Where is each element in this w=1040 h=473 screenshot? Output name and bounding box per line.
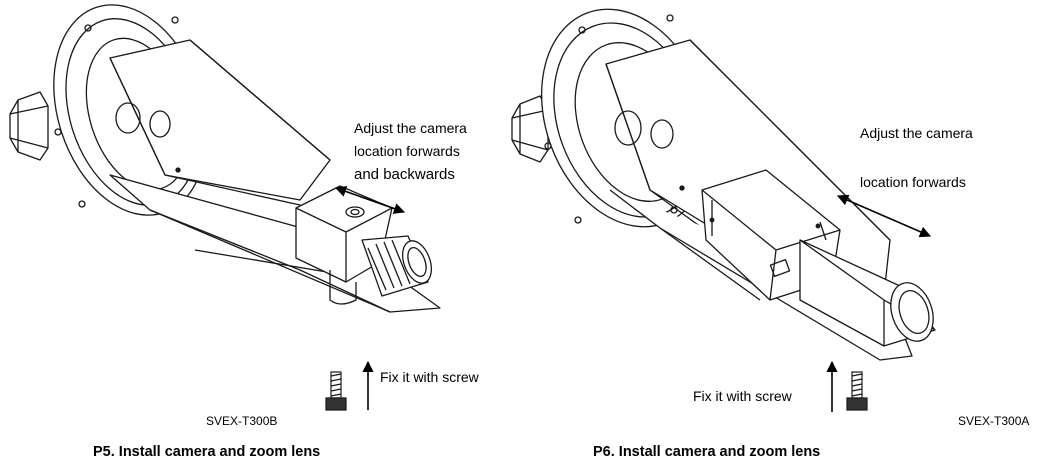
- screw-label-left: Fix it with screw: [380, 369, 479, 385]
- screw-right-icon: [846, 371, 868, 411]
- caption-left: P5. Install camera and zoom lens: [93, 444, 321, 460]
- housing-right-drawing: [511, 8, 936, 361]
- adjust-label-right-line2: location forwards: [860, 174, 966, 190]
- model-label-left: SVEX-T300B: [206, 414, 278, 428]
- adjust-label-left-line2: location forwards: [354, 143, 460, 159]
- adjust-arrow-right: [836, 194, 932, 238]
- screw-left-icon: [325, 371, 347, 411]
- caption-right: P6. Install camera and zoom lens: [593, 444, 821, 460]
- adjust-arrow-left: [334, 186, 406, 214]
- adjust-label-left-line3: and backwards: [354, 166, 455, 183]
- housing-left-drawing: [9, 4, 441, 313]
- adjust-label-left-line1: Adjust the camera: [354, 120, 467, 136]
- adjust-label-right-line1: Adjust the camera: [860, 125, 973, 141]
- screw-label-right: Fix it with screw: [693, 388, 792, 404]
- model-label-right: SVEX-T300A: [958, 414, 1030, 428]
